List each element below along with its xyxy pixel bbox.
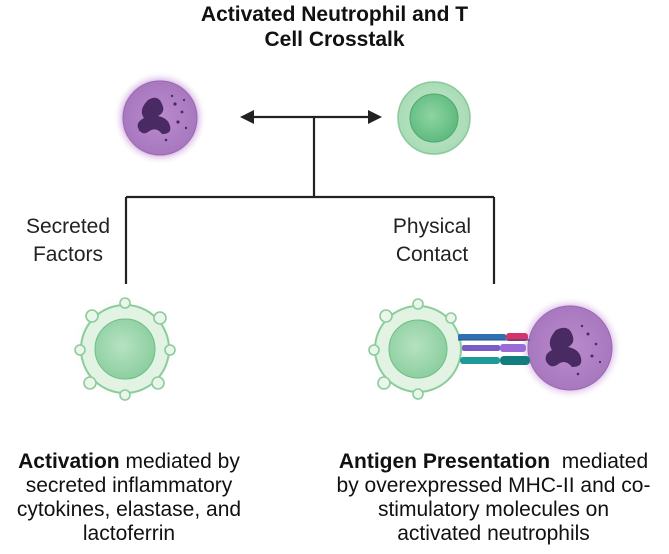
caption-left-line-4: lactoferrin — [82, 522, 176, 545]
caption-right-rest: mediated — [550, 450, 649, 473]
granules — [138, 94, 188, 142]
caption-right-bold: Antigen Presentation — [338, 450, 551, 473]
t-cell-contact — [366, 297, 470, 401]
title-line-2: Cell Crosstalk — [264, 28, 405, 51]
neutrophil-top — [113, 71, 207, 165]
contact-pair — [366, 296, 622, 401]
branch-label-secreted-factors: Secreted Factors — [8, 213, 128, 269]
receptor-ligand-bridges — [458, 333, 530, 365]
caption-left-line-1: Activation mediated by — [0, 450, 258, 474]
connector-lines — [124, 117, 496, 284]
caption-right-line-2: by overexpressed MHC-II and co- — [336, 474, 651, 497]
t-cell-top — [397, 81, 471, 155]
title-line-1: Activated Neutrophil and T — [200, 3, 469, 26]
branch-label-physical-contact: Physical Contact — [372, 213, 492, 269]
caption-activation: Activation mediated by secreted inflamma… — [0, 450, 258, 546]
activated-t-cell-left — [70, 294, 180, 404]
neutrophil-nucleus — [137, 97, 171, 134]
diagram-title: Activated Neutrophil and T Cell Crosstal… — [0, 2, 669, 52]
bidirectional-arrow — [240, 110, 382, 124]
caption-left-line-2: secreted inflammatory — [25, 474, 233, 497]
neutrophil-contact — [518, 296, 622, 400]
caption-antigen-presentation: Antigen Presentation mediated by overexp… — [318, 450, 669, 546]
caption-right-line-3: stimulatory molecules on — [377, 498, 610, 521]
caption-left-rest: mediated by — [119, 450, 240, 473]
branch-right-line-1: Physical — [392, 215, 472, 238]
caption-right-line-4: activated neutrophils — [397, 522, 590, 545]
caption-left-line-3: cytokines, elastase, and — [16, 498, 242, 521]
branch-left-line-2: Factors — [32, 243, 103, 266]
caption-left-bold: Activation — [18, 450, 120, 473]
caption-right-line-1: Antigen Presentation mediated — [318, 450, 669, 474]
neutrophil-contact-nucleus — [545, 327, 582, 367]
membrane-protrusions — [74, 297, 176, 401]
branch-left-line-1: Secreted — [25, 215, 111, 238]
branch-right-line-2: Contact — [395, 243, 469, 266]
